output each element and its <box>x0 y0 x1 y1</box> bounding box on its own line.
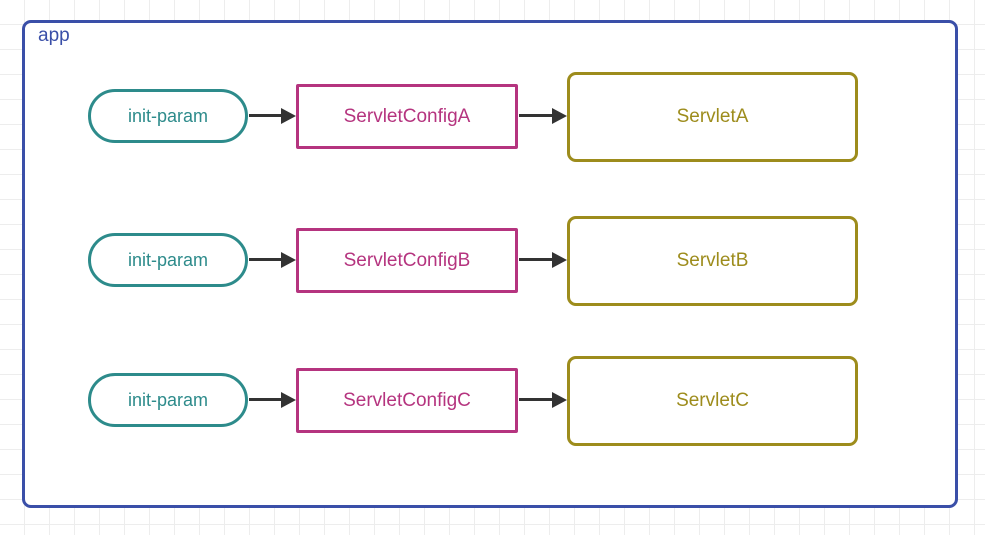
servlet-label-1: ServletA <box>676 106 749 127</box>
arrow-config-to-servlet-1 <box>519 108 567 124</box>
servlet-label-2: ServletB <box>676 250 749 271</box>
arrow-head-icon <box>281 252 296 268</box>
arrow-init-param-to-config-1 <box>249 108 296 124</box>
arrow-init-param-to-config-3 <box>249 392 296 408</box>
arrow-shaft <box>249 114 283 117</box>
arrow-shaft <box>249 258 283 261</box>
arrow-head-icon <box>552 392 567 408</box>
init-param-label-1: init-param <box>127 105 209 126</box>
arrow-init-param-to-config-2 <box>249 252 296 268</box>
servlet-node-1[interactable]: ServletA <box>567 72 858 162</box>
arrow-head-icon <box>552 108 567 124</box>
arrow-shaft <box>519 258 554 261</box>
servlet-config-node-3[interactable]: ServletConfigC <box>296 368 518 433</box>
servlet-config-label-3: ServletConfigC <box>343 389 471 411</box>
servlet-config-label-1: ServletConfigA <box>343 105 471 127</box>
servlet-config-node-1[interactable]: ServletConfigA <box>296 84 518 149</box>
servlet-config-label-2: ServletConfigB <box>343 249 471 271</box>
init-param-label-3: init-param <box>127 389 209 410</box>
diagram-row: init-param ServletConfigA ServletA <box>0 72 985 184</box>
servlet-label-3: ServletC <box>676 390 749 411</box>
servlet-config-node-2[interactable]: ServletConfigB <box>296 228 518 293</box>
init-param-node-2[interactable]: init-param <box>88 233 248 287</box>
arrow-config-to-servlet-3 <box>519 392 567 408</box>
arrow-config-to-servlet-2 <box>519 252 567 268</box>
arrow-shaft <box>249 398 283 401</box>
diagram-row: init-param ServletConfigC ServletC <box>0 356 985 468</box>
init-param-node-3[interactable]: init-param <box>88 373 248 427</box>
servlet-node-2[interactable]: ServletB <box>567 216 858 306</box>
arrow-head-icon <box>552 252 567 268</box>
app-container-label: app <box>38 25 70 46</box>
arrow-head-icon <box>281 108 296 124</box>
arrow-head-icon <box>281 392 296 408</box>
diagram-row: init-param ServletConfigB ServletB <box>0 216 985 328</box>
init-param-label-2: init-param <box>127 249 209 270</box>
init-param-node-1[interactable]: init-param <box>88 89 248 143</box>
servlet-node-3[interactable]: ServletC <box>567 356 858 446</box>
arrow-shaft <box>519 398 554 401</box>
arrow-shaft <box>519 114 554 117</box>
